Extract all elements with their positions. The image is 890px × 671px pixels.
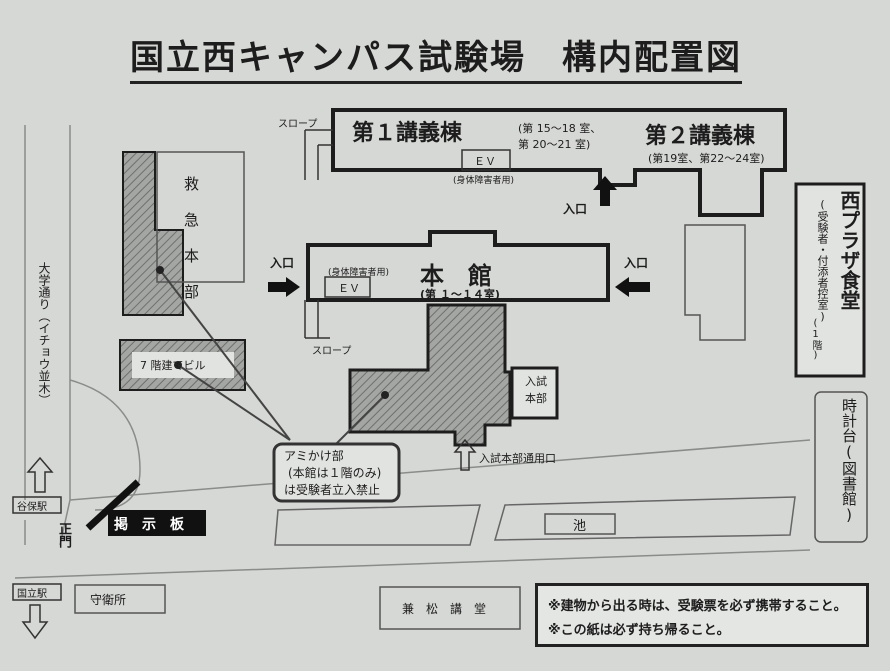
- kunitachi-box: [12, 583, 62, 601]
- emergency-hq-box: [156, 151, 245, 283]
- hatched-left-building: [122, 151, 184, 316]
- daigaku-dori-label: 大学通り（イチョウ並木）: [37, 262, 51, 406]
- pond-box: [544, 513, 616, 535]
- lecture-hall-2-rooms: (第19室、第22～24室): [648, 152, 765, 165]
- slope-top: [304, 129, 333, 180]
- arrow-right-entrance: [615, 277, 650, 297]
- seven-story-label: 7 階建てビル: [140, 359, 206, 372]
- notes-box: ※建物から出る時は、受験票を必ず携帯すること。 ※この紙は必ず持ち帰ること。: [535, 583, 869, 647]
- ev-main-box: [324, 276, 371, 298]
- bulletin-board-label: 掲 示 板: [114, 517, 184, 533]
- guardhouse-box: [74, 584, 166, 614]
- entrance-left-label: 入口: [270, 256, 295, 270]
- arrow-up-yaho: [26, 456, 54, 493]
- ev-top-box: [461, 149, 511, 171]
- road-island: [274, 504, 481, 546]
- bulletin-board: [108, 510, 206, 536]
- callout-line2: (本館は１階のみ): [288, 466, 382, 480]
- lecture-hall-2-label: 第２講義棟: [645, 124, 756, 149]
- main-building-label: 本 館: [420, 262, 492, 290]
- exam-hq-box: [510, 366, 559, 420]
- note-line2: ※この紙は必ず持ち帰ること。: [548, 623, 730, 638]
- kenshokodo-label: 兼 松 講 堂: [402, 602, 487, 616]
- yaho-box: [12, 496, 62, 514]
- callout-line1: アミかけ部: [284, 449, 344, 463]
- slope-main: [304, 300, 330, 339]
- slope-top-label: スロープ: [278, 119, 318, 130]
- entrance-top-label: 入口: [563, 202, 588, 216]
- clock-tower-label: 時計台(図書館): [840, 398, 858, 524]
- callout-box: [272, 442, 401, 503]
- main-building-rooms: (第 １～１４室): [420, 288, 500, 301]
- exam-hq-entrance-label: 入試本部通用口: [479, 452, 556, 465]
- kenshokodo-box: [379, 586, 521, 630]
- west-plaza-box: [794, 182, 866, 378]
- ev-main-note: (身体障害者用): [328, 268, 390, 278]
- arrow-up-entrance: [593, 176, 617, 206]
- emergency-hq-label: 救 急 本 部: [184, 175, 231, 301]
- arrow-down-kunitachi: [21, 604, 49, 640]
- lecture-hall-1-rooms-1: (第 15～18 室、: [518, 122, 602, 135]
- ev-top-label: ＥＶ: [474, 155, 496, 168]
- right-building: [684, 224, 746, 341]
- pond-label: 池: [573, 519, 587, 534]
- callout-line3: は受験者立入禁止: [284, 483, 381, 497]
- hatched-main-lower: [348, 303, 512, 447]
- arrow-exam-hq: [453, 438, 477, 471]
- street-lines: [14, 125, 811, 579]
- map-title: 国立西キャンパス試験場 構内配置図: [130, 30, 742, 84]
- ev-top-note: (身体障害者用): [453, 176, 515, 186]
- ev-main-label: ＥＶ: [338, 282, 360, 295]
- west-plaza-label: 西プラザ食堂: [837, 190, 861, 310]
- lecture-hall-1-rooms-2: 第 20～21 室): [518, 138, 591, 151]
- slope-main-label: スロープ: [312, 346, 352, 357]
- west-plaza-floor: (1階): [810, 318, 821, 361]
- guardhouse-label: 守衛所: [90, 593, 127, 607]
- clock-tower-box: [814, 391, 868, 543]
- main-gate-bar: [85, 479, 141, 531]
- entrance-right-label: 入口: [624, 256, 649, 270]
- yaho-station-label: 谷保駅: [17, 502, 47, 513]
- kunitachi-station-label: 国立駅: [17, 589, 47, 600]
- callout-lines: [159, 269, 386, 451]
- pond-outline: [494, 496, 796, 541]
- exam-hq-label: 入試本部: [525, 375, 547, 405]
- west-plaza-note: (受験者・付添者控室): [816, 198, 829, 323]
- note-line1: ※建物から出る時は、受験票を必ず携帯すること。: [548, 599, 847, 614]
- lecture-hall-1-label: 第１講義棟: [352, 121, 463, 146]
- arrow-left-entrance: [268, 277, 300, 297]
- main-gate-label: 正門: [56, 522, 71, 548]
- main-building-outline: [306, 230, 610, 302]
- lecture-halls-outline: [331, 108, 787, 217]
